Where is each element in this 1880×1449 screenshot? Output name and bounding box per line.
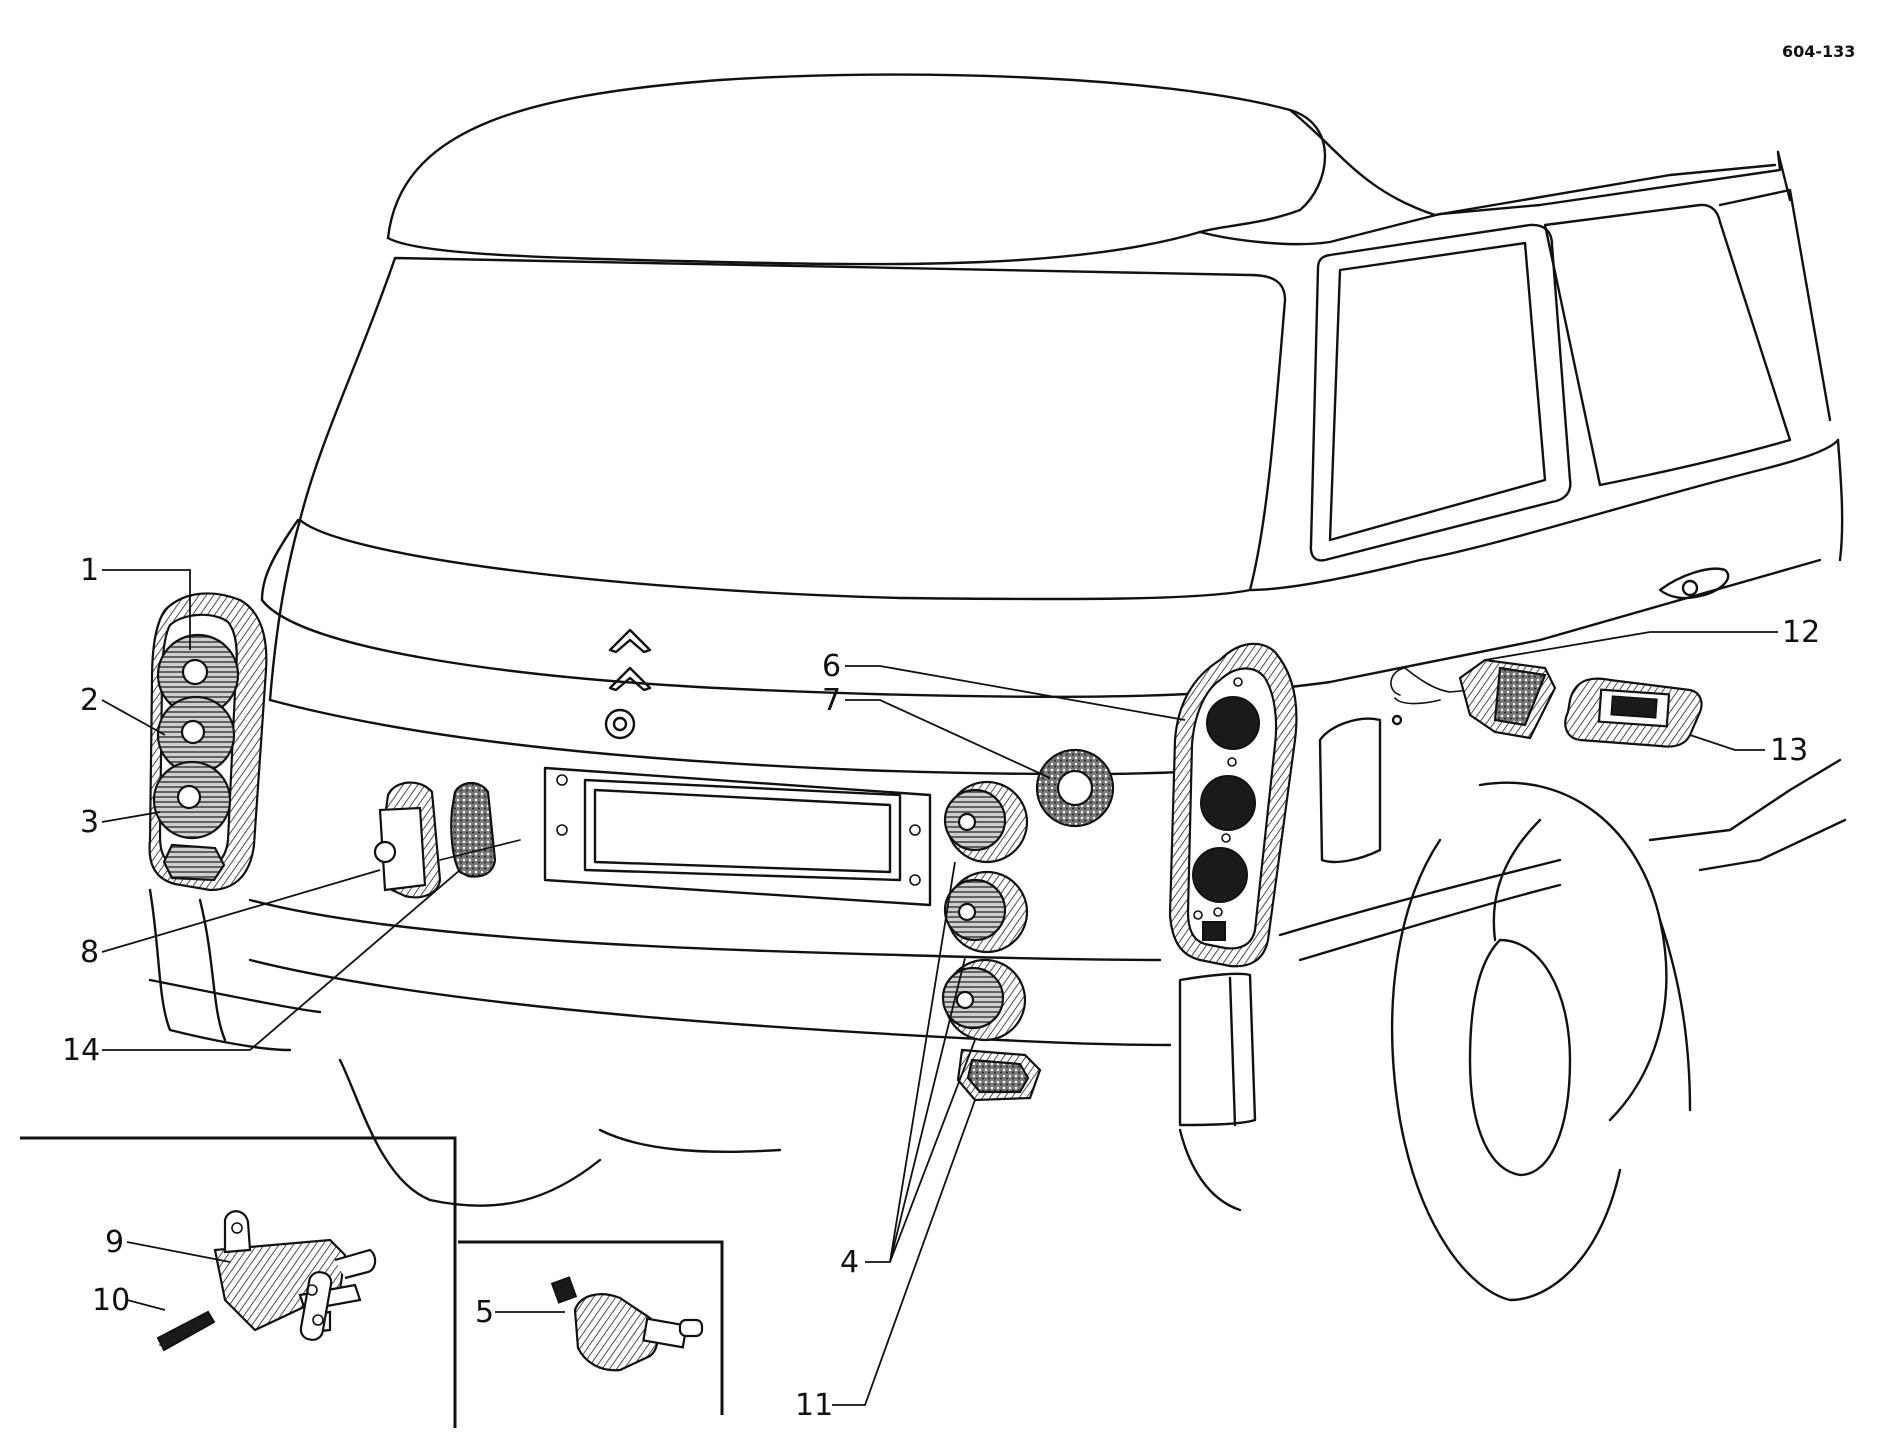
plate-lamp xyxy=(373,781,521,899)
drawing-reference: 604-133 xyxy=(1782,42,1855,61)
switch-assembly xyxy=(156,1210,704,1372)
callout-14: 14 xyxy=(62,1033,100,1068)
lamp-lenses xyxy=(941,748,1115,1102)
leader-lines xyxy=(101,569,1778,1406)
callout-13: 13 xyxy=(1770,733,1808,768)
callout-8: 8 xyxy=(80,935,99,970)
callout-10: 10 xyxy=(92,1283,130,1318)
left-tail-lamp xyxy=(148,592,268,892)
callout-4: 4 xyxy=(840,1245,859,1280)
car-body xyxy=(148,73,1847,1302)
callout-2: 2 xyxy=(80,683,99,718)
callout-1: 1 xyxy=(80,553,99,588)
stop-switch xyxy=(550,1276,704,1372)
interior-lamp xyxy=(1390,658,1703,748)
callout-12: 12 xyxy=(1782,615,1820,650)
callout-6: 6 xyxy=(822,649,841,684)
callout-3: 3 xyxy=(80,805,99,840)
callout-labels: 1 2 3 4 5 6 7 8 9 10 11 12 13 14 xyxy=(62,553,1820,1423)
callout-11: 11 xyxy=(795,1388,833,1423)
spring xyxy=(156,1310,216,1352)
inset-frames xyxy=(20,1136,724,1428)
callout-5: 5 xyxy=(475,1295,494,1330)
callout-7: 7 xyxy=(822,683,841,718)
callout-9: 9 xyxy=(105,1225,124,1260)
right-tail-lamp xyxy=(1168,642,1298,968)
